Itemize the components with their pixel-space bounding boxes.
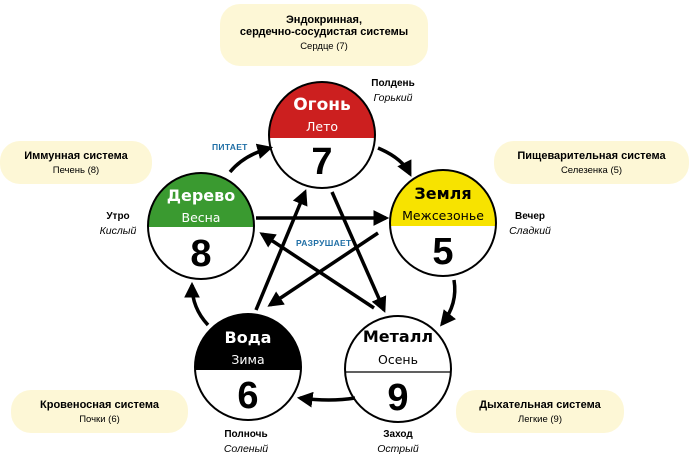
time-wood: Утро bbox=[106, 211, 130, 222]
time-taste-metal: Заход Острый bbox=[367, 428, 429, 456]
time-water: Полночь bbox=[224, 429, 268, 440]
time-fire: Полдень bbox=[371, 78, 415, 89]
arrow-earth-to-metal bbox=[440, 279, 457, 327]
node-earth-name: Земля bbox=[414, 184, 471, 203]
arrow-fire-to-earth bbox=[377, 146, 412, 177]
arrow-water-to-wood bbox=[184, 281, 210, 327]
arrow-fire-to-metal bbox=[330, 191, 387, 313]
system-fire-organ: Сердце (7) bbox=[300, 41, 348, 52]
system-wood-organ: Печень (8) bbox=[52, 165, 100, 176]
taste-earth: Сладкий bbox=[509, 225, 551, 237]
system-earth-line1: Пищеварительная система bbox=[517, 150, 666, 162]
node-earth-season: Межсезонье bbox=[402, 208, 484, 223]
system-metal-organ: Легкие (9) bbox=[518, 414, 562, 425]
destroys-cycle bbox=[254, 189, 390, 313]
node-wood-season: Весна bbox=[182, 210, 221, 225]
arrow-earth-to-water bbox=[267, 231, 379, 307]
node-fire-name: Огонь bbox=[293, 95, 351, 115]
system-water-organ: Почки (6) bbox=[79, 414, 120, 425]
system-pill-fire: Эндокринная, сердечно-сосудистая системы… bbox=[220, 4, 428, 66]
node-earth-number: 5 bbox=[432, 231, 453, 273]
arrow-water-to-fire bbox=[254, 189, 308, 311]
time-taste-earth: Вечер Сладкий bbox=[500, 210, 560, 238]
system-pill-earth: Пищеварительная система Селезенка (5) bbox=[494, 141, 689, 184]
node-fire-season: Лето bbox=[306, 119, 338, 134]
node-metal-number: 9 bbox=[387, 377, 408, 419]
time-metal: Заход bbox=[383, 429, 413, 440]
arrow-wood-to-fire bbox=[228, 143, 274, 174]
system-fire-line2: сердечно-сосудистая системы bbox=[239, 26, 409, 38]
arrow-metal-to-wood bbox=[259, 232, 375, 310]
system-water-line1: Кровеносная система bbox=[40, 399, 159, 411]
taste-metal: Острый bbox=[377, 443, 419, 455]
taste-fire: Горький bbox=[373, 92, 413, 104]
system-pill-water: Кровеносная система Почки (6) bbox=[11, 390, 188, 433]
system-pill-metal: Дыхательная система Легкие (9) bbox=[456, 390, 624, 433]
node-wood: Дерево Весна 8 bbox=[147, 172, 255, 280]
node-water-name: Вода bbox=[225, 328, 272, 347]
taste-wood: Кислый bbox=[99, 225, 137, 237]
system-metal-line1: Дыхательная система bbox=[479, 399, 601, 411]
node-water-season: Зима bbox=[231, 352, 264, 367]
taste-water: Соленый bbox=[223, 443, 269, 455]
time-taste-wood: Утро Кислый bbox=[88, 210, 148, 238]
node-fire-number: 7 bbox=[311, 141, 332, 183]
time-taste-water: Полночь Соленый bbox=[212, 428, 280, 456]
system-wood-line1: Иммунная система bbox=[24, 150, 128, 162]
destroys-label: РАЗРУШАЕТ bbox=[296, 238, 352, 248]
feeds-cycle bbox=[184, 143, 457, 408]
feeds-label: ПИТАЕТ bbox=[212, 142, 248, 152]
time-earth: Вечер bbox=[514, 211, 545, 222]
arrow-metal-to-water bbox=[296, 391, 356, 408]
node-metal: Металл Осень 9 bbox=[344, 315, 452, 423]
system-pill-wood: Иммунная система Печень (8) bbox=[0, 141, 152, 184]
node-wood-number: 8 bbox=[190, 233, 211, 275]
node-water-number: 6 bbox=[237, 375, 258, 417]
node-wood-name: Дерево bbox=[167, 186, 236, 205]
system-fire-line1: Эндокринная, bbox=[285, 14, 363, 26]
node-water: Вода Зима 6 bbox=[194, 313, 302, 421]
node-metal-season: Осень bbox=[378, 352, 418, 367]
time-taste-fire: Полдень Горький bbox=[360, 77, 426, 105]
system-earth-organ: Селезенка (5) bbox=[560, 165, 623, 176]
node-metal-name: Металл bbox=[363, 327, 433, 346]
node-earth: Земля Межсезонье 5 bbox=[389, 169, 497, 277]
